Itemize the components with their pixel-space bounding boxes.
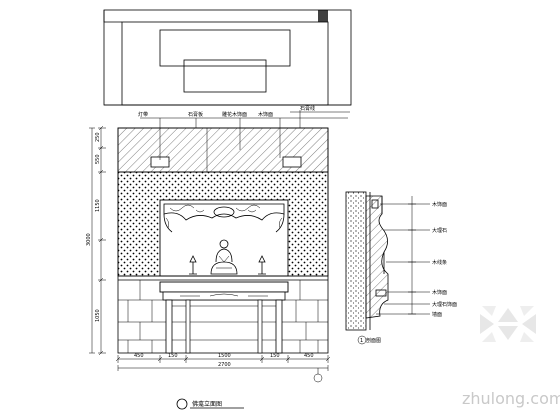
callout-right-1: 木饰面 (432, 201, 447, 208)
elevation-view (117, 110, 350, 354)
top-callout-labels: 灯带 石膏板 雕花木饰面 木饰面 石膏线 (138, 105, 315, 118)
section-title: 剖面图 (366, 337, 381, 344)
callout-right-2: 大理石 (432, 227, 447, 234)
zhulong-logo-icon (480, 306, 536, 342)
bottom-dim-labels: 450 150 1500 150 450 2700 (134, 353, 314, 368)
top-callouts (140, 110, 350, 160)
dim-left-2: 550 (95, 154, 101, 164)
callout-top-3: 雕花木饰面 (222, 111, 247, 118)
dim-bottom-2: 150 (168, 353, 178, 359)
dim-left-3: 1150 (95, 199, 101, 212)
candle-left-icon (189, 255, 197, 275)
carved-frieze (163, 203, 285, 233)
dim-bottom-4: 150 (270, 353, 280, 359)
callout-right-6: 墙面 (432, 311, 442, 318)
callout-top-1: 灯带 (138, 111, 148, 118)
dim-left-4: 1050 (95, 309, 101, 322)
altar-table (159, 281, 289, 354)
callout-top-5: 石膏线 (300, 105, 315, 112)
candle-right-icon (258, 255, 266, 275)
dim-bottom-3: 1500 (218, 353, 231, 359)
dim-left-total: 3000 (86, 233, 92, 246)
left-dim-labels: 250 550 1150 1050 3000 (86, 132, 101, 322)
callout-top-2: 石膏板 (188, 111, 203, 118)
dim-bottom-1: 450 (134, 353, 144, 359)
dim-bottom-5: 450 (304, 353, 314, 359)
dim-bottom-total: 2700 (218, 362, 231, 368)
watermark-text: zhulong.com (462, 389, 560, 408)
callout-top-4: 木饰面 (258, 111, 273, 118)
bottom-dimension-chain (115, 355, 331, 383)
callout-right-3: 木线条 (432, 259, 447, 266)
callout-right-4: 木饰面 (432, 289, 447, 296)
left-dimension-chain (89, 125, 106, 356)
buddha-figure-icon (210, 239, 238, 275)
elevation-title: 佛龛立面图 (192, 400, 222, 408)
right-callout-labels: 木饰面 大理石 木线条 木饰面 大理石饰面 墙面 (432, 201, 457, 318)
title-symbol (176, 398, 244, 410)
dim-left-1: 250 (95, 132, 101, 142)
section-number: 1 (360, 338, 363, 344)
stone-block-wall (118, 280, 328, 353)
callout-right-5: 大理石饰面 (432, 301, 457, 308)
plan-view (103, 9, 352, 106)
section-view (345, 191, 430, 345)
